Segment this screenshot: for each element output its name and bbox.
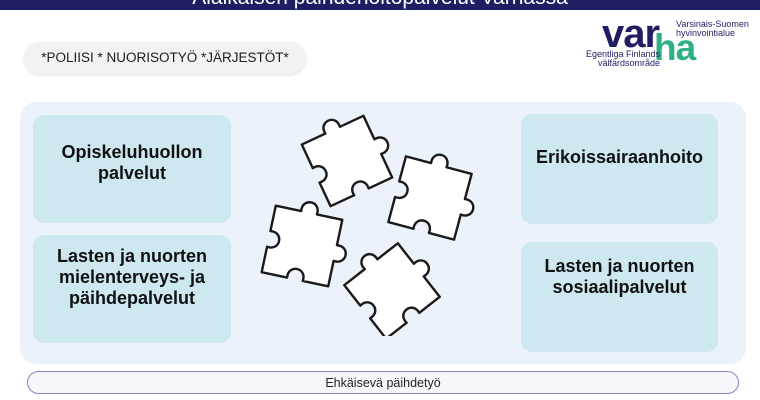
title-bar: Alaikäisen päihdehoitopalvelut Varhassa [0, 0, 760, 10]
slide-title: Alaikäisen päihdehoitopalvelut Varhassa [0, 0, 760, 10]
card-opiskeluhuolto: Opiskeluhuollon palvelut [33, 115, 231, 223]
card-mielenterveys-line1: Lasten ja nuorten [56, 246, 208, 266]
logo-ha: ha [654, 27, 696, 68]
card-erikoissairaanhoito: Erikoissairaanhoito [521, 114, 718, 224]
logo-var: var [602, 12, 660, 56]
puzzle-icon [260, 106, 482, 336]
puzzle-piece-4 [336, 227, 450, 336]
tag-text: *POLIISI * NUORISOTYÖ *JÄRJESTÖT* [41, 50, 289, 65]
logo-fi-line2: hyvinvointialue [676, 28, 736, 38]
card-opiskeluhuolto-line2: palvelut [97, 163, 167, 183]
card-mielenterveys: Lasten ja nuorten mielenterveys- ja päih… [33, 235, 231, 343]
card-erikoissairaanhoito-line1: Erikoissairaanhoito [535, 147, 704, 167]
footer-text: Ehkäisevä päihdetyö [325, 376, 441, 390]
logo-fi-line1: Varsinais-Suomen [676, 19, 749, 29]
varha-logo: var ha Varsinais-Suomen hyvinvointialue … [585, 12, 755, 70]
card-opiskeluhuolto-line1: Opiskeluhuollon [61, 142, 203, 162]
tag-pill: *POLIISI * NUORISOTYÖ *JÄRJESTÖT* [24, 42, 306, 74]
puzzle-piece-3 [260, 194, 356, 290]
logo-sv-line1: Egentliga Finlands [585, 49, 660, 59]
logo-sv-line2: välfärdsområde [597, 58, 660, 68]
card-mielenterveys-line3: päihdepalvelut [68, 288, 196, 308]
card-mielenterveys-line2: mielenterveys- ja [58, 267, 206, 287]
card-sosiaalipalvelut-line1: Lasten ja nuorten [544, 256, 695, 276]
card-sosiaalipalvelut-line2: sosiaalipalvelut [552, 277, 687, 297]
card-sosiaalipalvelut: Lasten ja nuorten sosiaalipalvelut [521, 242, 718, 352]
puzzle-piece-2 [387, 145, 482, 244]
puzzle-piece-1 [296, 106, 403, 208]
footer-pill: Ehkäisevä päihdetyö [27, 371, 739, 394]
